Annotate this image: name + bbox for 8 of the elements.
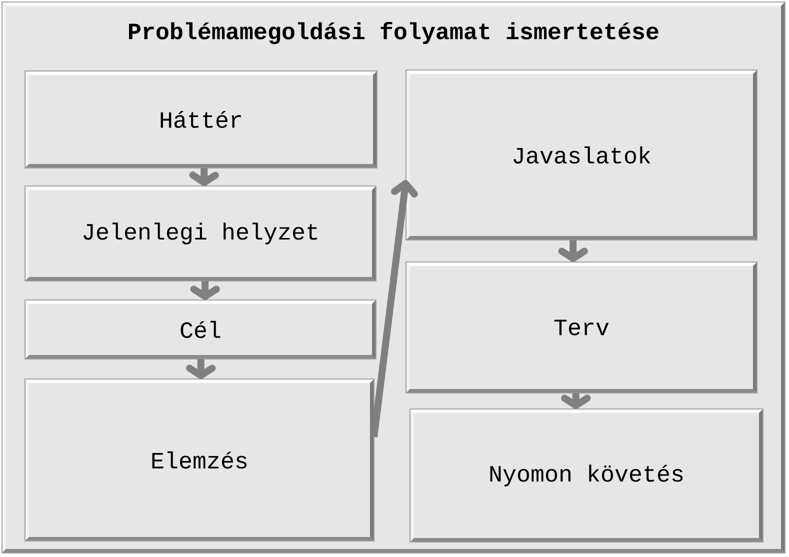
process-box: Elemzés — [24, 378, 374, 542]
process-box: Cél — [24, 300, 376, 360]
process-box: Jelenlegi helyzet — [24, 186, 376, 282]
process-box: Nyomon követés — [410, 408, 764, 542]
arrow — [370, 180, 418, 438]
process-box: Háttér — [24, 70, 378, 168]
process-box: Terv — [406, 262, 758, 394]
process-box: Javaslatok — [406, 70, 758, 240]
